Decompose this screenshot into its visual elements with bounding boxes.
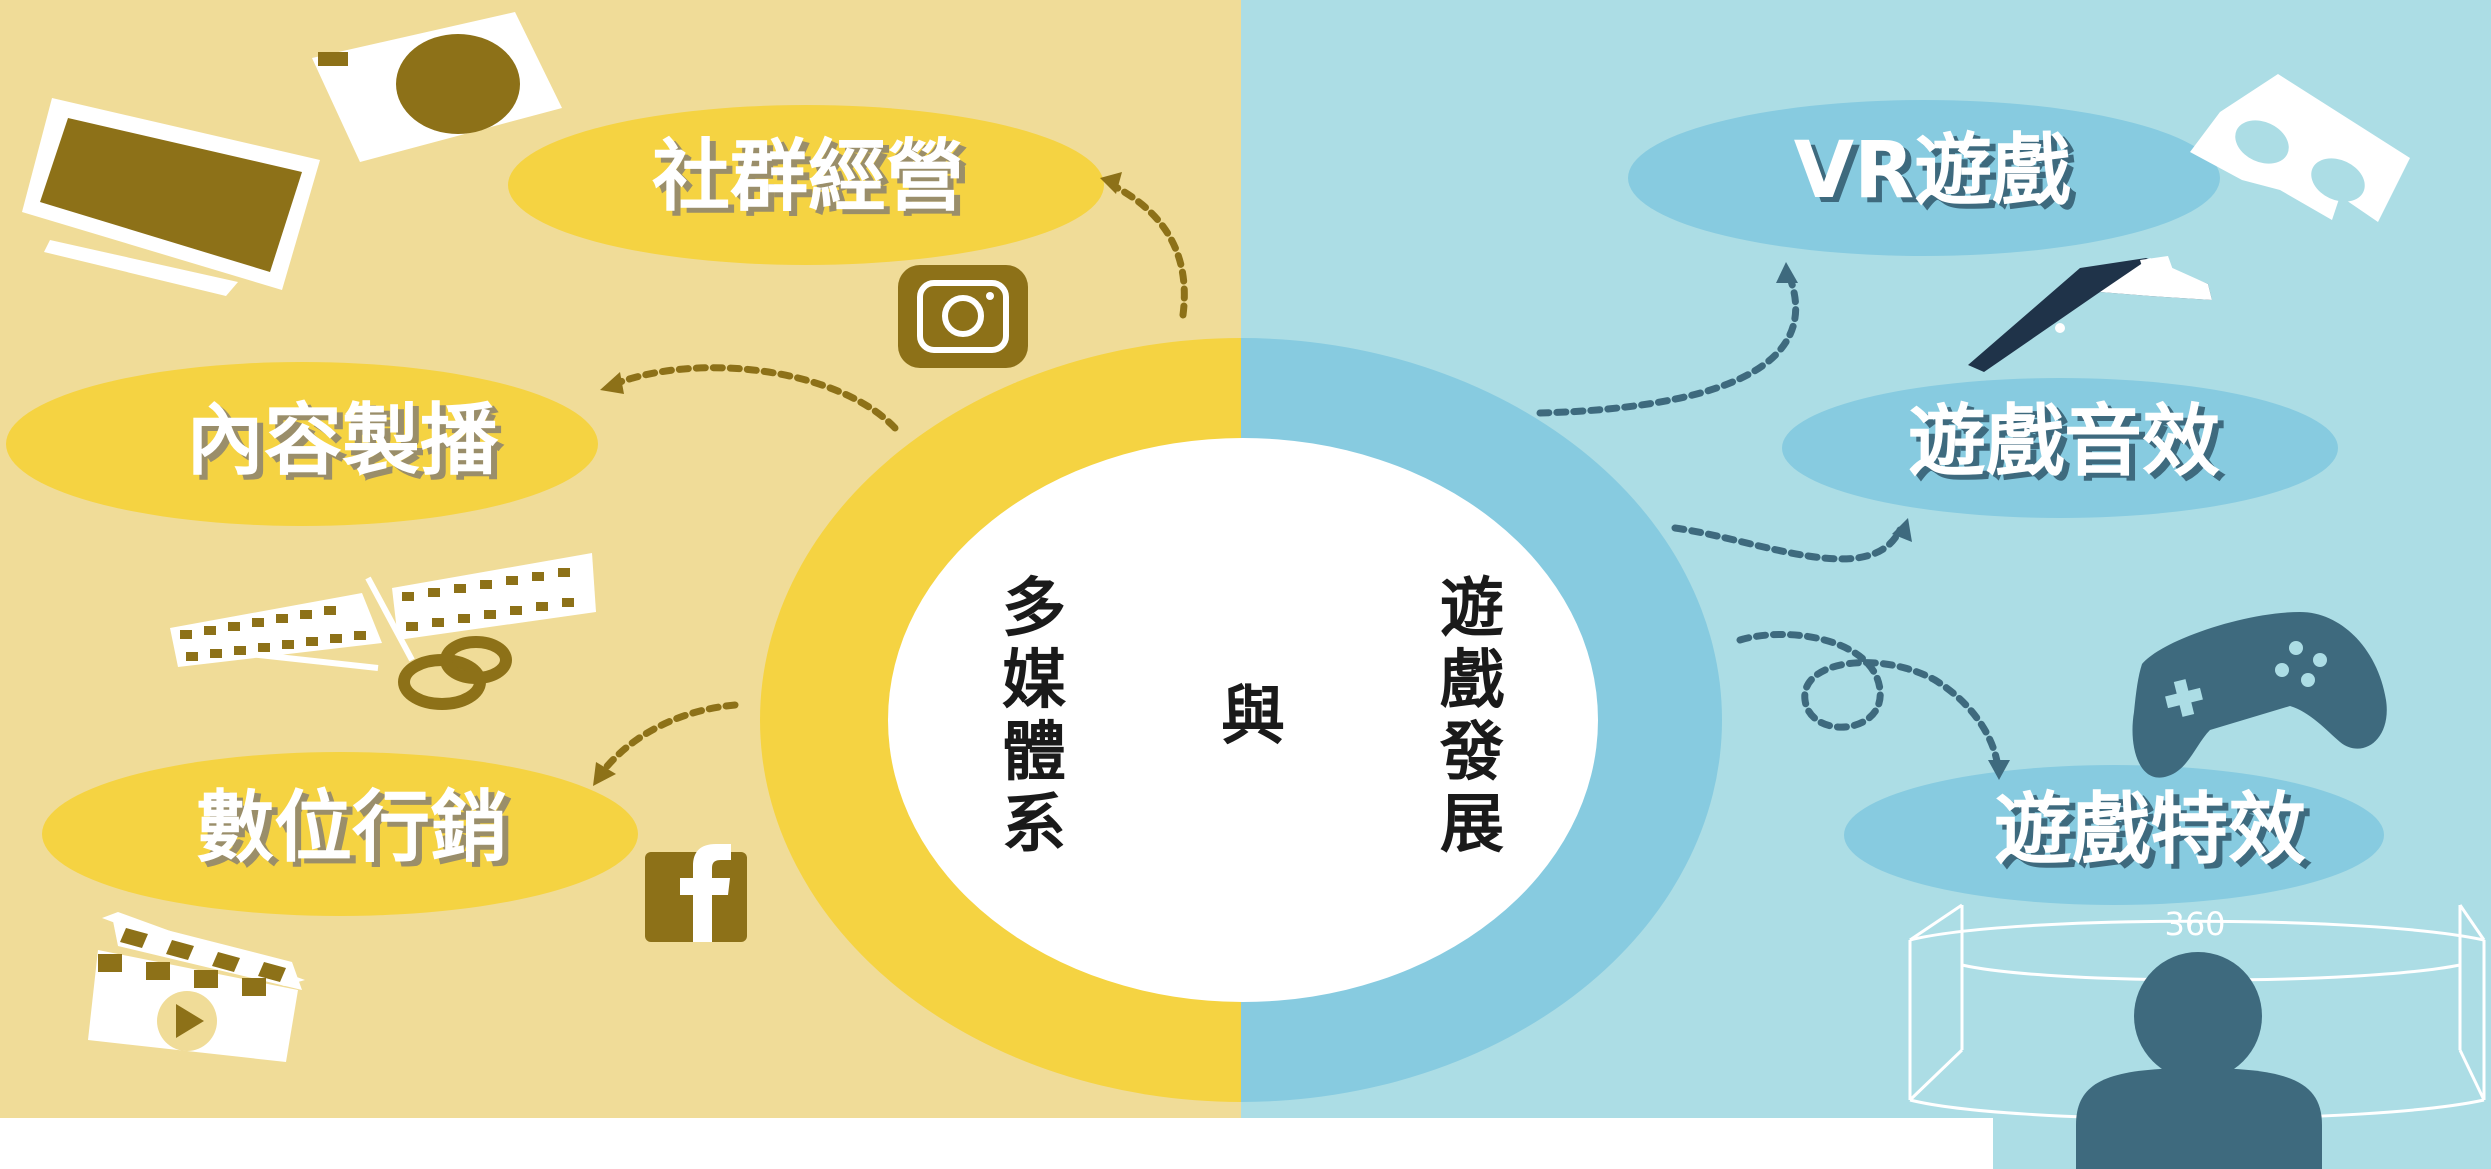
left-item-0: 社群經營 社群經營 xyxy=(508,105,1104,265)
left-item-0-shadow: 社群經營 xyxy=(658,137,970,227)
center-left-title: 多媒體系 xyxy=(1002,572,1067,862)
center-connector: 與 xyxy=(1221,680,1285,754)
arrow-to-content xyxy=(608,364,899,432)
person-360-screen-icon: 360 xyxy=(1908,903,2486,1169)
gamepad-icon xyxy=(2132,612,2387,778)
right-item-0: VR遊戲 VR遊戲 xyxy=(1628,100,2220,256)
left-arrows xyxy=(596,181,1188,779)
arrowhead-content xyxy=(600,372,624,394)
right-item-1-label: 遊戲音效 xyxy=(1908,397,2220,487)
arrow-to-effects xyxy=(1736,631,2002,772)
left-item-1-shadow: 內容製播 xyxy=(192,401,505,491)
right-item-2: 遊戲特效 遊戲特效 xyxy=(1844,765,2384,905)
right-arrows xyxy=(1536,274,2002,772)
screen-label: 360 xyxy=(2164,905,2225,943)
arrow-to-social xyxy=(1108,181,1188,319)
left-item-2-shadow: 數位行銷 xyxy=(202,788,514,878)
t-right-title-char: 展 xyxy=(1440,788,1504,862)
film-strip-scissors-icon xyxy=(170,553,596,710)
arrow-to-marketing xyxy=(596,701,739,779)
left-item-1: 內容製播 內容製播 xyxy=(6,362,598,526)
t-left-title-char: 系 xyxy=(1002,788,1066,862)
t-left-title-char: 多 xyxy=(1002,572,1066,646)
t-right-title-char: 遊 xyxy=(1440,572,1504,646)
left-item-2: 數位行銷 數位行銷 xyxy=(42,752,638,916)
left-item-1-label: 內容製播 xyxy=(186,396,499,486)
arrow-to-vr xyxy=(1536,274,1800,417)
arrowhead-vr xyxy=(1776,262,1798,283)
arrowhead-social xyxy=(1100,172,1122,194)
center-right-title: 遊戲發展 xyxy=(1439,572,1504,862)
right-item-2-label: 遊戲特效 xyxy=(1994,785,2306,875)
right-item-0-shadow: VR遊戲 xyxy=(1800,131,2076,221)
left-arrowheads xyxy=(593,172,1122,786)
left-item-2-label: 數位行銷 xyxy=(196,783,508,873)
camera-icon xyxy=(312,12,562,162)
facebook-icon xyxy=(645,844,747,942)
arrowhead-marketing xyxy=(593,762,616,786)
clapperboard-icon xyxy=(88,912,305,1062)
monitor-icon xyxy=(22,98,320,296)
right-item-0-label: VR遊戲 xyxy=(1794,126,2070,216)
t-right-title-char: 發 xyxy=(1439,716,1504,790)
t-left-title-char: 媒 xyxy=(1002,644,1067,718)
t-right-title-char: 戲 xyxy=(1440,644,1504,718)
center-disc xyxy=(888,438,1598,1002)
vr-headset-icon xyxy=(2190,74,2410,222)
arrowhead-effects xyxy=(1988,760,2010,780)
instagram-icon xyxy=(898,265,1028,368)
right-item-2-shadow: 遊戲特效 xyxy=(2000,790,2312,880)
vr-controller-icon xyxy=(1968,256,2212,372)
arrowhead-audio xyxy=(1892,518,1912,542)
left-item-0-label: 社群經營 xyxy=(652,132,964,222)
right-item-1: 遊戲音效 遊戲音效 xyxy=(1782,378,2338,518)
right-item-1-shadow: 遊戲音效 xyxy=(1914,402,2226,492)
arrow-to-audio xyxy=(1671,524,1904,563)
right-arrowheads xyxy=(1776,262,2010,780)
center-ring xyxy=(760,338,1722,1102)
t-left-title-char: 體 xyxy=(1002,716,1066,790)
